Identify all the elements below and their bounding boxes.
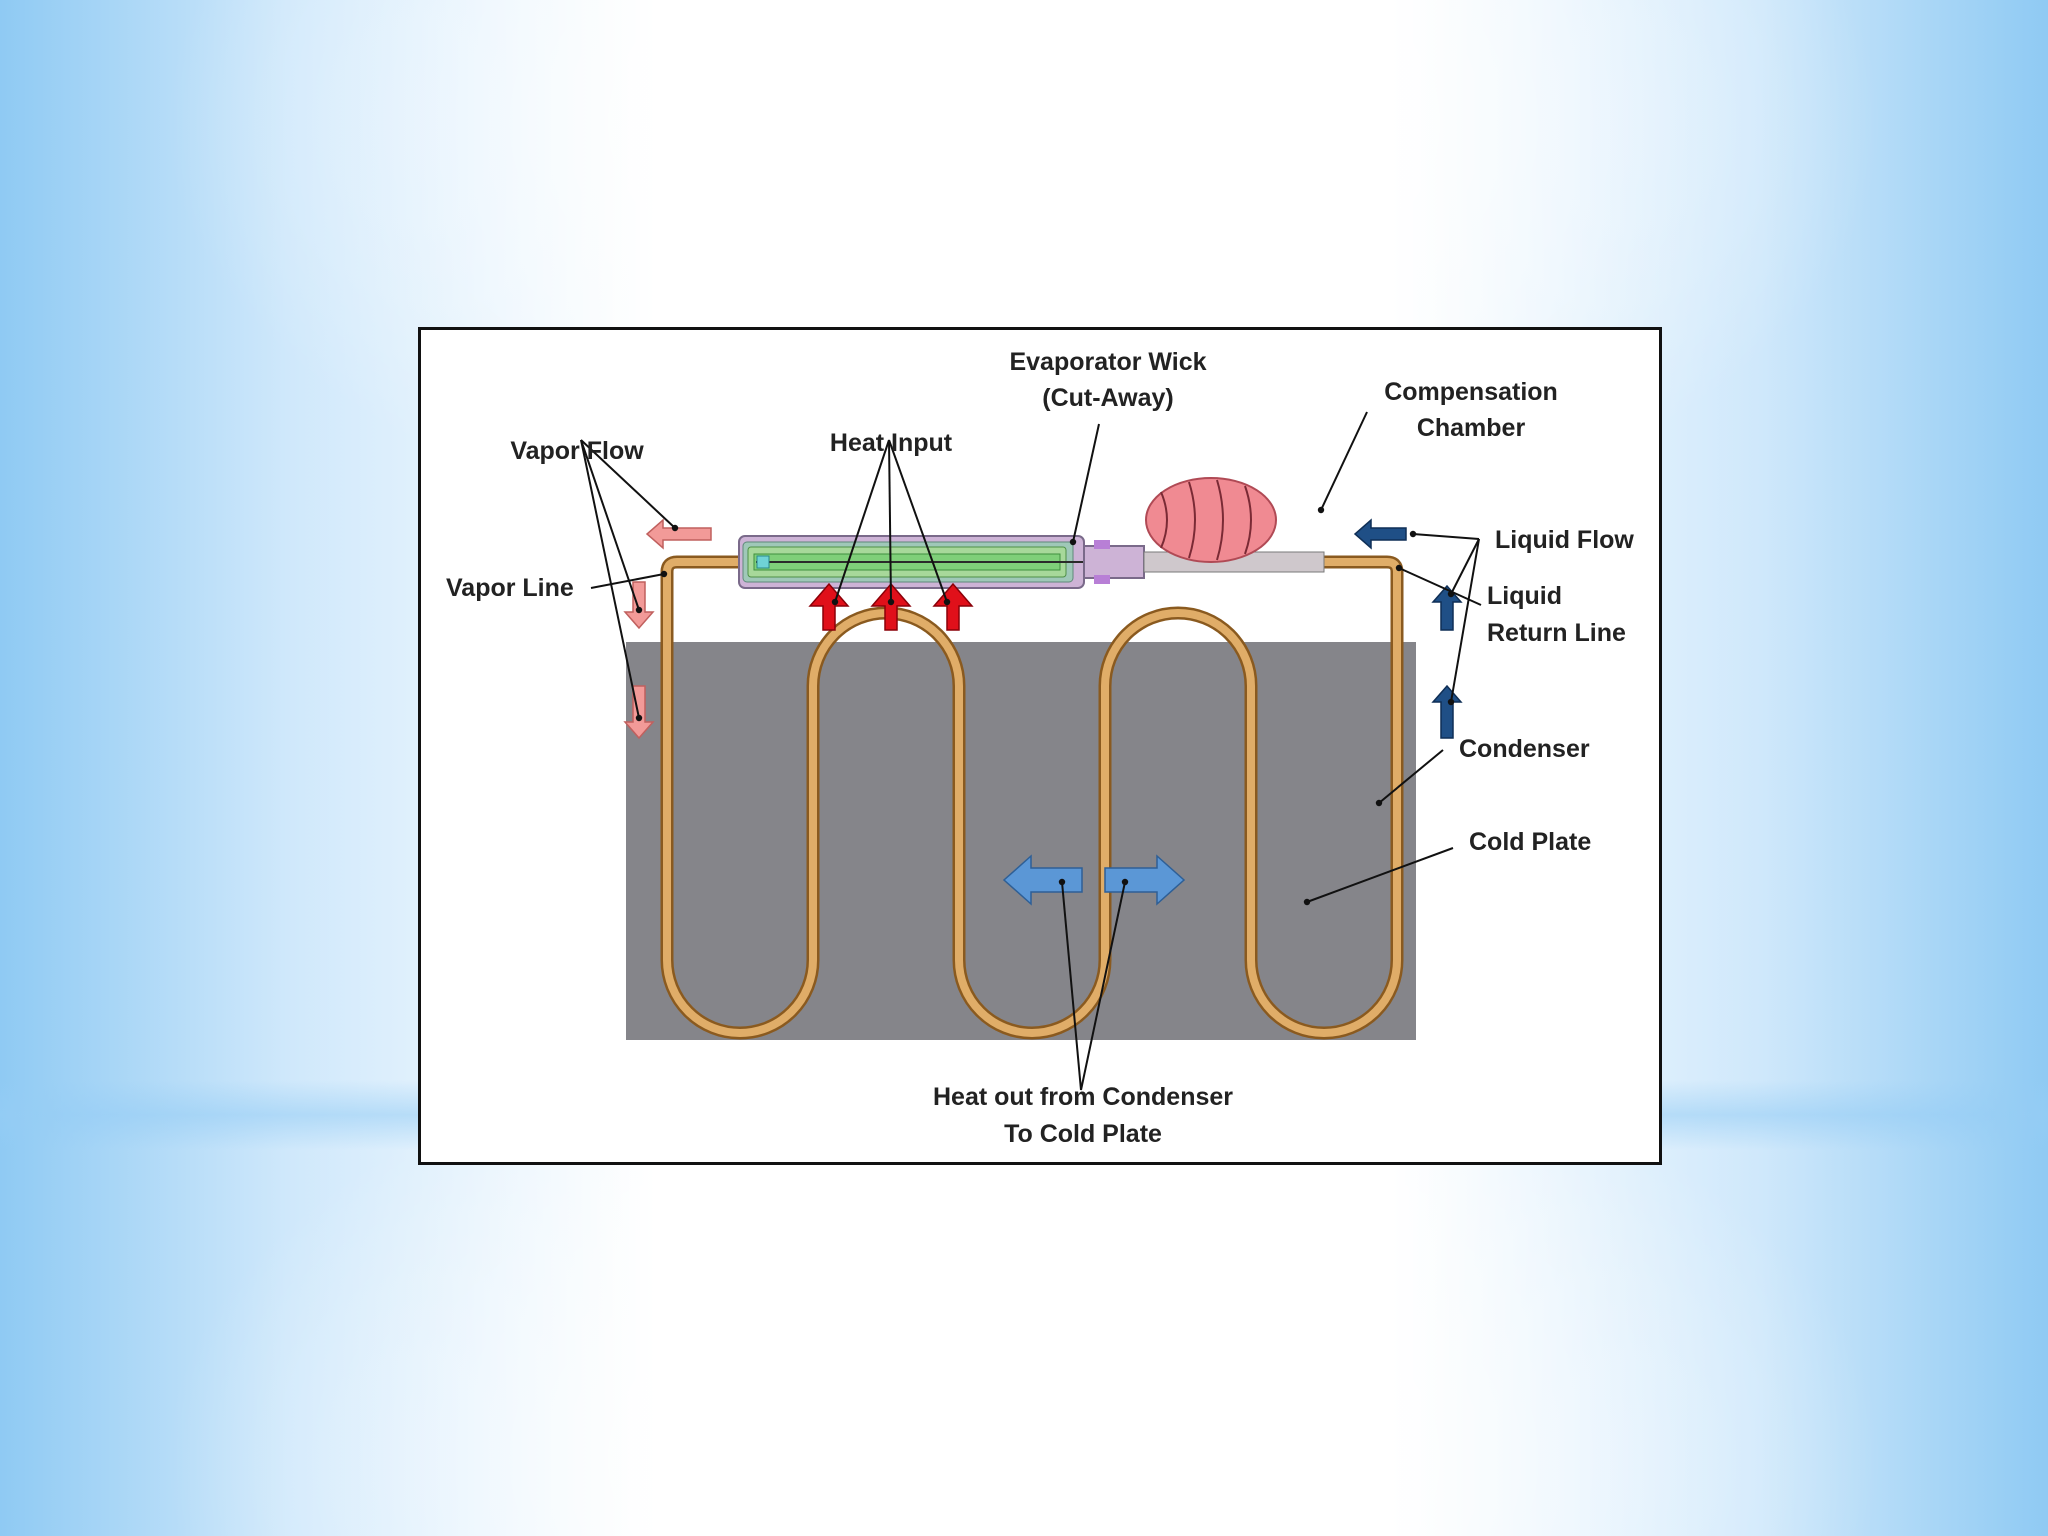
leader-lines [580, 411, 1482, 1091]
label-compensation-chamber-2: Chamber [1417, 414, 1526, 442]
label-evaporator-wick-1: Evaporator Wick [1009, 348, 1206, 376]
compensation-chamber [1145, 477, 1277, 563]
heat-input-arrow-3 [932, 582, 974, 631]
label-heat-out-2: To Cold Plate [1004, 1120, 1162, 1148]
heat-input-arrow-2 [870, 582, 912, 631]
label-liquid-return-line-2: Return Line [1487, 619, 1626, 647]
cold-plate [626, 642, 1416, 1040]
heat-input-arrows [808, 582, 974, 631]
label-condenser: Condenser [1459, 735, 1590, 763]
vapor-line-tube [660, 555, 741, 573]
liquid-flow-arrow-left [1353, 518, 1407, 550]
heat-input-arrow-1 [808, 582, 850, 631]
label-vapor-flow: Vapor Flow [510, 437, 644, 465]
vapor-flow-arrow-left [645, 518, 712, 550]
label-liquid-return-line-1: Liquid [1487, 582, 1562, 610]
evaporator [738, 535, 1325, 589]
label-cold-plate: Cold Plate [1469, 828, 1591, 856]
liquid-flow-arrow-up-2 [1431, 684, 1463, 739]
liquid-return-line-tube [1321, 555, 1404, 573]
label-vapor-line: Vapor Line [446, 574, 574, 602]
label-liquid-flow: Liquid Flow [1495, 526, 1634, 554]
liquid-flow-arrow-up-1 [1431, 584, 1463, 631]
heat-out-arrow-right [1104, 854, 1186, 906]
label-evaporator-wick-2: (Cut-Away) [1042, 384, 1173, 412]
vapor-flow-arrow-down-2 [623, 685, 655, 740]
vapor-flow-arrows [623, 518, 712, 740]
diagram-frame: Evaporator Wick (Cut-Away) Compensation … [418, 327, 1662, 1165]
condenser-tube [660, 565, 1404, 1040]
loop-heat-pipe-diagram: Evaporator Wick (Cut-Away) Compensation … [446, 348, 1634, 1148]
label-compensation-chamber-1: Compensation [1384, 378, 1558, 406]
label-heat-input: Heat Input [830, 429, 953, 457]
label-heat-out-1: Heat out from Condenser [933, 1083, 1233, 1111]
vapor-flow-arrow-down-1 [623, 581, 655, 630]
